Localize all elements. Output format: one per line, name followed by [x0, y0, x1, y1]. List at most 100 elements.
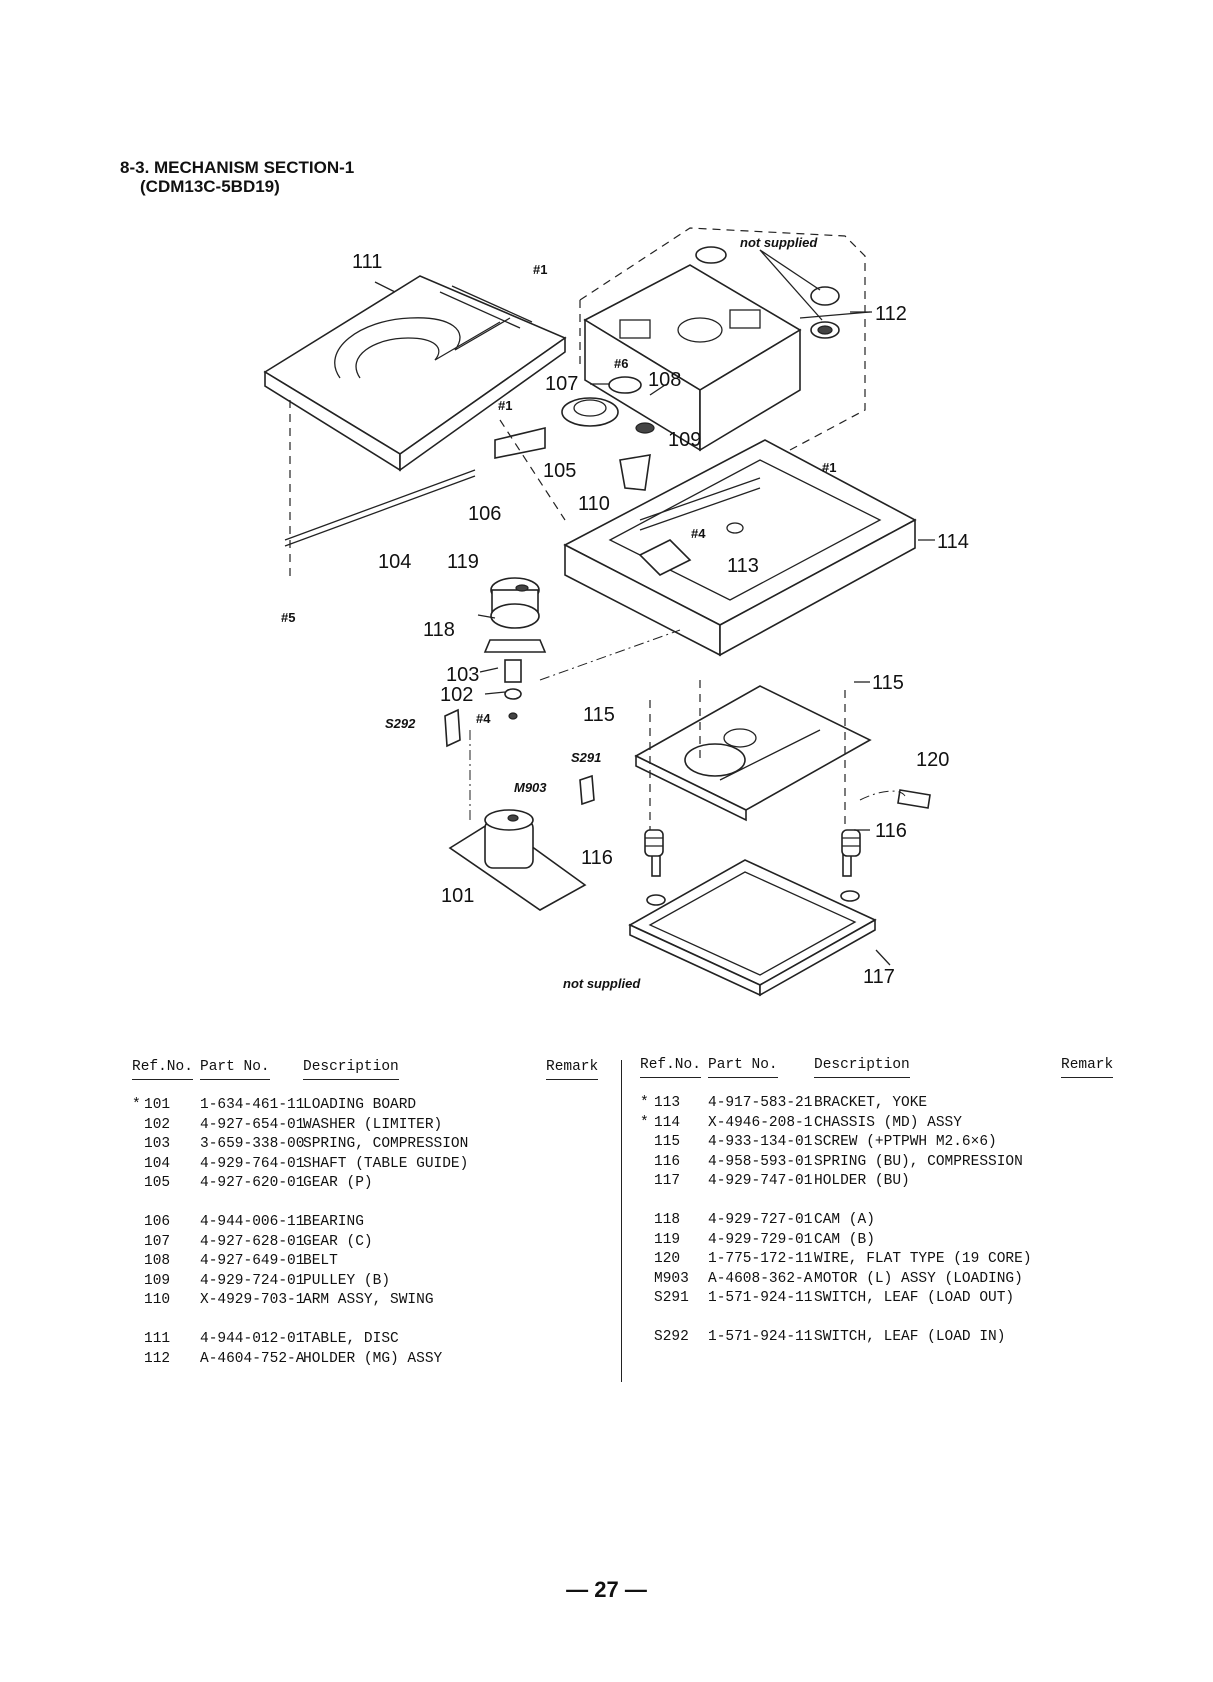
ref-cell: 117	[654, 1173, 681, 1189]
parts-table-left: Ref.No. Part No. Description Remark *101…	[132, 1058, 602, 1369]
desc-cell: WASHER (LIMITER)	[303, 1116, 443, 1133]
part-cell: 3-659-338-00	[200, 1136, 305, 1152]
callout-114: 114	[937, 531, 969, 553]
motor-label-m903: M903	[514, 780, 547, 795]
spring-drawing	[644, 829, 861, 857]
callout-102: 102	[440, 684, 473, 706]
callout-115-a: 115	[583, 704, 615, 726]
screw-label-1b: #1	[498, 398, 512, 413]
page-number: — 27 —	[566, 1577, 647, 1602]
screw-label-4b: #4	[476, 711, 491, 726]
switch-label-s291: S291	[571, 750, 601, 765]
row-gap	[640, 1309, 1115, 1329]
callout-110: 110	[578, 493, 610, 515]
table-header: Ref.No. Part No. Description Remark	[640, 1056, 1115, 1078]
callout-106: 106	[468, 503, 501, 525]
desc-cell: SWITCH, LEAF (LOAD OUT)	[814, 1290, 1015, 1306]
part-cell: 4-944-006-11	[200, 1214, 305, 1230]
ref-cell: 109	[144, 1272, 171, 1289]
row-gap	[640, 1192, 1115, 1212]
ref-cell: 110	[144, 1292, 171, 1308]
desc-cell: HOLDER (BU)	[814, 1173, 910, 1189]
star-mark: *	[640, 1095, 649, 1111]
part-cell: 1-775-172-11	[708, 1251, 813, 1267]
disc-table-drawing	[263, 275, 567, 472]
desc-cell: BRACKET, YOKE	[814, 1095, 928, 1111]
desc-cell: GEAR (P)	[303, 1175, 373, 1191]
callout-118: 118	[423, 619, 455, 641]
chassis-drawing	[563, 439, 917, 657]
bu-board-drawing	[634, 685, 931, 822]
ref-cell: 113	[654, 1095, 681, 1111]
note-not-supplied-bottom: not supplied	[563, 976, 641, 991]
header-remark: Remark	[546, 1058, 599, 1080]
callout-107: 107	[545, 373, 578, 395]
ref-cell: 106	[144, 1214, 171, 1230]
ref-cell: 101	[144, 1097, 171, 1113]
ref-cell: 105	[144, 1175, 171, 1191]
callout-120: 120	[916, 749, 949, 771]
desc-cell: GEAR (C)	[303, 1233, 373, 1250]
switch-label-s292: S292	[385, 716, 416, 731]
callout-119: 119	[447, 551, 479, 573]
callout-116-a: 116	[581, 847, 613, 869]
header-ref: Ref.No.	[640, 1056, 701, 1078]
parts-table-right: Ref.No. Part No. Description Remark * 113…	[640, 1056, 1115, 1348]
ref-cell: 115	[654, 1134, 681, 1150]
desc-cell: ARM ASSY, SWING	[303, 1292, 434, 1308]
loading-board-drawing	[444, 708, 595, 911]
section-title: 8-3. MECHANISM SECTION-1 (CDM13C-5BD19)	[120, 158, 354, 196]
gear-group-drawing	[284, 376, 655, 547]
desc-cell: CHASSIS (MD) ASSY	[814, 1114, 962, 1131]
callout-103: 103	[446, 664, 479, 686]
section-heading: 8-3. MECHANISM SECTION-1	[120, 158, 355, 177]
desc-cell: WIRE, FLAT TYPE (19 CORE)	[814, 1251, 1032, 1267]
part-cell: 4-917-583-21	[708, 1095, 813, 1111]
callout-104: 104	[378, 551, 411, 573]
callout-101: 101	[441, 885, 474, 907]
callout-108: 108	[648, 369, 681, 391]
part-cell: X-4946-208-1	[708, 1114, 813, 1131]
ref-cell: 114	[654, 1114, 681, 1131]
part-cell: 4-927-649-01	[200, 1253, 305, 1269]
screw-label-1a: #1	[533, 262, 547, 277]
ref-cell: 119	[654, 1231, 681, 1248]
ref-cell: 116	[654, 1153, 681, 1170]
callout-109: 109	[668, 429, 701, 451]
part-cell: 1-571-924-11	[708, 1329, 813, 1345]
exploded-diagram: 111 112 107 108 109 105 110 106 104 119 …	[263, 227, 969, 997]
desc-cell: TABLE, DISC	[303, 1331, 399, 1347]
part-cell: 4-958-593-01	[708, 1153, 813, 1170]
desc-cell: CAM (A)	[814, 1212, 875, 1228]
holder-bu-drawing	[628, 835, 877, 997]
desc-cell: LOADING BOARD	[303, 1097, 417, 1113]
desc-cell: CAM (B)	[814, 1231, 875, 1248]
callout-111: 111	[352, 251, 382, 273]
part-cell: 4-927-628-01	[200, 1233, 305, 1250]
part-cell: 4-929-729-01	[708, 1231, 813, 1248]
part-cell: 4-927-654-01	[200, 1116, 305, 1133]
ref-cell: S291	[654, 1290, 689, 1306]
desc-cell: PULLEY (B)	[303, 1272, 391, 1289]
holder-mg-drawing	[579, 227, 871, 452]
ref-cell: M903	[654, 1270, 689, 1287]
part-cell: 4-929-764-01	[200, 1155, 305, 1172]
part-cell: X-4929-703-1	[200, 1292, 305, 1308]
desc-cell: SHAFT (TABLE GUIDE)	[303, 1155, 469, 1172]
callout-105: 105	[543, 460, 576, 482]
part-cell: 4-929-724-01	[200, 1272, 305, 1289]
desc-cell: SCREW (+PTPWH M2.6×6)	[814, 1134, 997, 1150]
